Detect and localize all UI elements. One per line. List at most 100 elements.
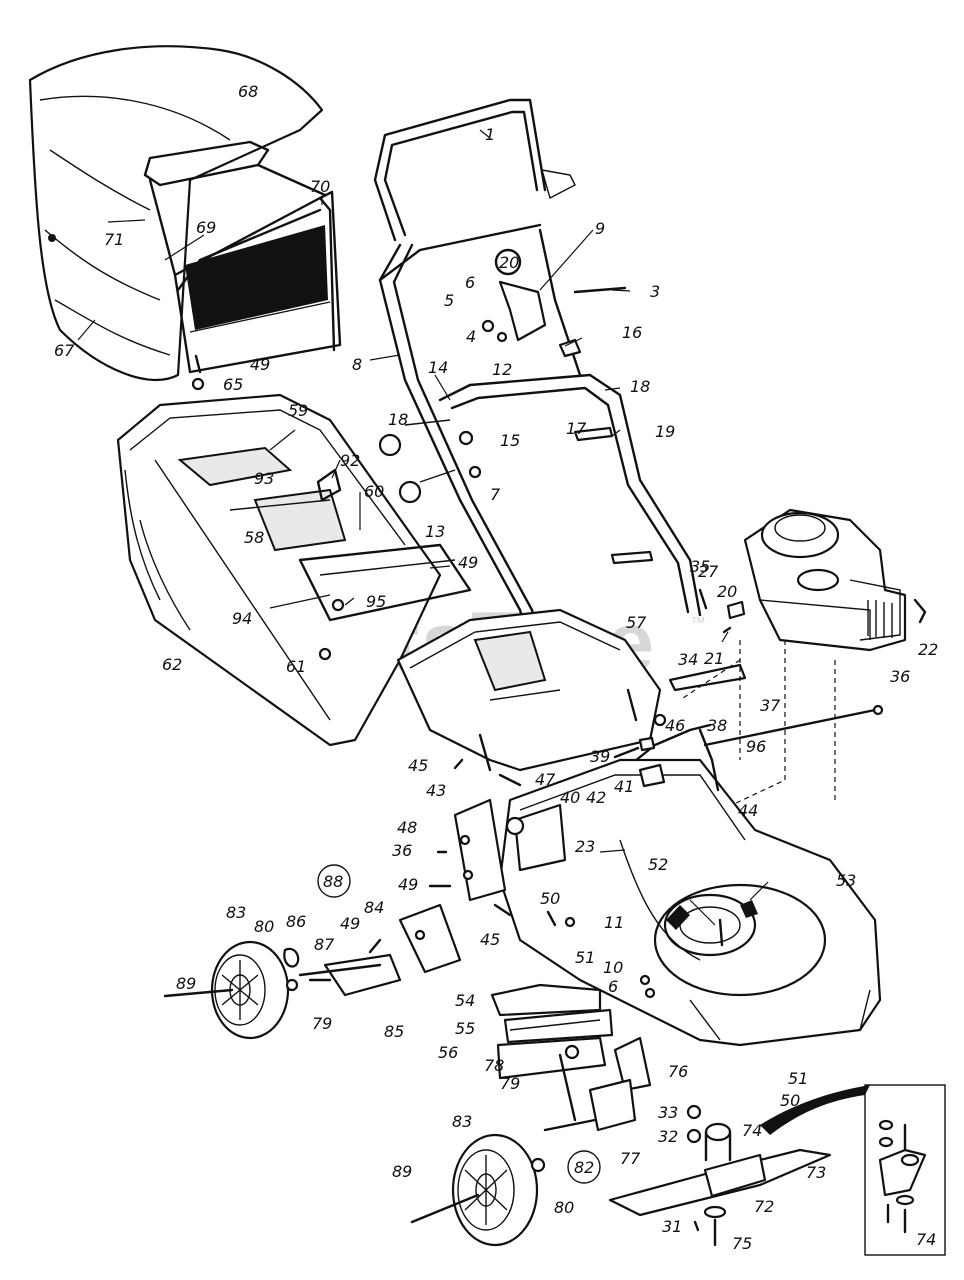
callout-36-cable: 36 xyxy=(890,667,910,686)
callout-41: 41 xyxy=(614,777,634,796)
callout-68: 68 xyxy=(238,82,258,101)
bag-clip xyxy=(191,354,205,391)
callout-86: 86 xyxy=(286,912,306,931)
control-bracket xyxy=(481,248,627,358)
bag-frame xyxy=(143,140,342,374)
callout-13: 13 xyxy=(425,522,445,541)
callout-33: 33 xyxy=(658,1103,678,1122)
deck-cover xyxy=(396,608,662,772)
callout-32: 32 xyxy=(658,1127,678,1146)
callout-19: 19 xyxy=(655,422,675,441)
callout-48: 48 xyxy=(397,818,417,837)
callout-11: 11 xyxy=(604,913,624,932)
callout-67: 67 xyxy=(54,341,75,360)
callout-50-left: 50 xyxy=(540,889,560,908)
callout-61: 61 xyxy=(286,657,306,676)
callout-22: 22 xyxy=(918,640,938,659)
deck-side-brackets xyxy=(428,728,720,999)
blade-adapter-inset xyxy=(864,1084,946,1256)
callout-49-housing: 49 xyxy=(458,553,478,572)
callout-54: 54 xyxy=(455,991,475,1010)
callout-89-front: 89 xyxy=(176,974,196,993)
callout-39: 39 xyxy=(590,747,610,766)
callout-20-engine: 20 xyxy=(717,582,737,601)
callout-34: 34 xyxy=(678,650,698,669)
callout-43: 43 xyxy=(426,781,446,800)
callout-62: 62 xyxy=(162,655,182,674)
blade-assembly xyxy=(608,1085,870,1247)
callout-labels: 1 3 4 5 6 6 7 8 9 10 11 12 13 14 15 16 1… xyxy=(54,82,938,1253)
rear-wheel xyxy=(410,1133,601,1247)
callout-79-rear: 79 xyxy=(500,1074,520,1093)
callout-15: 15 xyxy=(500,431,520,450)
callout-58: 58 xyxy=(244,528,264,547)
callout-35: 35 xyxy=(690,557,710,576)
callout-89-rear: 89 xyxy=(392,1162,412,1181)
callout-59: 59 xyxy=(288,401,308,420)
callout-45-bottom: 45 xyxy=(480,930,500,949)
callout-14: 14 xyxy=(428,358,448,377)
callout-78: 78 xyxy=(484,1056,504,1075)
callout-23: 23 xyxy=(575,837,595,856)
callout-80-front: 80 xyxy=(254,917,274,936)
callout-52: 52 xyxy=(648,855,668,874)
callout-16: 16 xyxy=(622,323,642,342)
callout-8: 8 xyxy=(352,355,362,374)
callout-31: 31 xyxy=(662,1217,682,1236)
callout-51-left: 51 xyxy=(575,948,595,967)
callout-20-bracket: 20 xyxy=(499,253,519,272)
leader-lines xyxy=(77,129,769,926)
callout-95: 95 xyxy=(366,592,386,611)
front-height-adjuster xyxy=(283,864,462,997)
handle-knobs xyxy=(378,419,482,504)
callout-50-right: 50 xyxy=(780,1091,800,1110)
callout-49-bag: 49 xyxy=(250,355,270,374)
callout-1: 1 xyxy=(485,125,495,144)
callout-53: 53 xyxy=(836,871,856,890)
callout-47: 47 xyxy=(535,770,556,789)
callout-18-knob: 18 xyxy=(388,410,408,429)
callout-17: 17 xyxy=(566,419,587,438)
throttle-cable xyxy=(613,640,884,821)
callout-5: 5 xyxy=(444,291,454,310)
watermark-trademark: ™ xyxy=(690,615,706,632)
callout-6-top: 6 xyxy=(465,273,475,292)
callout-42: 42 xyxy=(586,788,606,807)
callout-83-front: 83 xyxy=(226,903,246,922)
callout-49-plate: 49 xyxy=(340,914,360,933)
callout-76: 76 xyxy=(668,1062,688,1081)
callout-55: 55 xyxy=(455,1019,475,1038)
callout-36-bracket: 36 xyxy=(392,841,412,860)
callout-83-rear: 83 xyxy=(452,1112,472,1131)
callout-7: 7 xyxy=(490,485,501,504)
callout-96: 96 xyxy=(746,737,766,756)
callout-87: 87 xyxy=(314,935,335,954)
callout-88: 88 xyxy=(323,872,343,891)
callout-56: 56 xyxy=(438,1043,458,1062)
callout-57: 57 xyxy=(626,613,647,632)
callout-74-inset: 74 xyxy=(916,1230,936,1249)
grass-bag xyxy=(28,45,324,382)
callout-27: 27 xyxy=(698,562,719,581)
callout-9: 9 xyxy=(595,219,605,238)
callout-79-front: 79 xyxy=(312,1014,332,1033)
callout-77: 77 xyxy=(620,1149,641,1168)
callout-80-rear: 80 xyxy=(554,1198,574,1217)
callout-85: 85 xyxy=(384,1022,404,1041)
callout-94: 94 xyxy=(232,609,252,628)
callout-10: 10 xyxy=(603,958,623,977)
callout-37: 37 xyxy=(760,696,781,715)
rear-housing xyxy=(116,393,472,747)
callout-38: 38 xyxy=(707,716,727,735)
callout-45-top: 45 xyxy=(408,756,428,775)
callout-3: 3 xyxy=(650,282,660,301)
callout-75: 75 xyxy=(732,1234,752,1253)
callout-71: 71 xyxy=(104,230,124,249)
callout-60: 60 xyxy=(364,482,384,501)
callout-73: 73 xyxy=(806,1163,826,1182)
callout-92: 92 xyxy=(340,451,360,470)
mower-deck xyxy=(498,758,882,1047)
callout-6-deck: 6 xyxy=(608,977,618,996)
callout-21: 21 xyxy=(704,649,724,668)
